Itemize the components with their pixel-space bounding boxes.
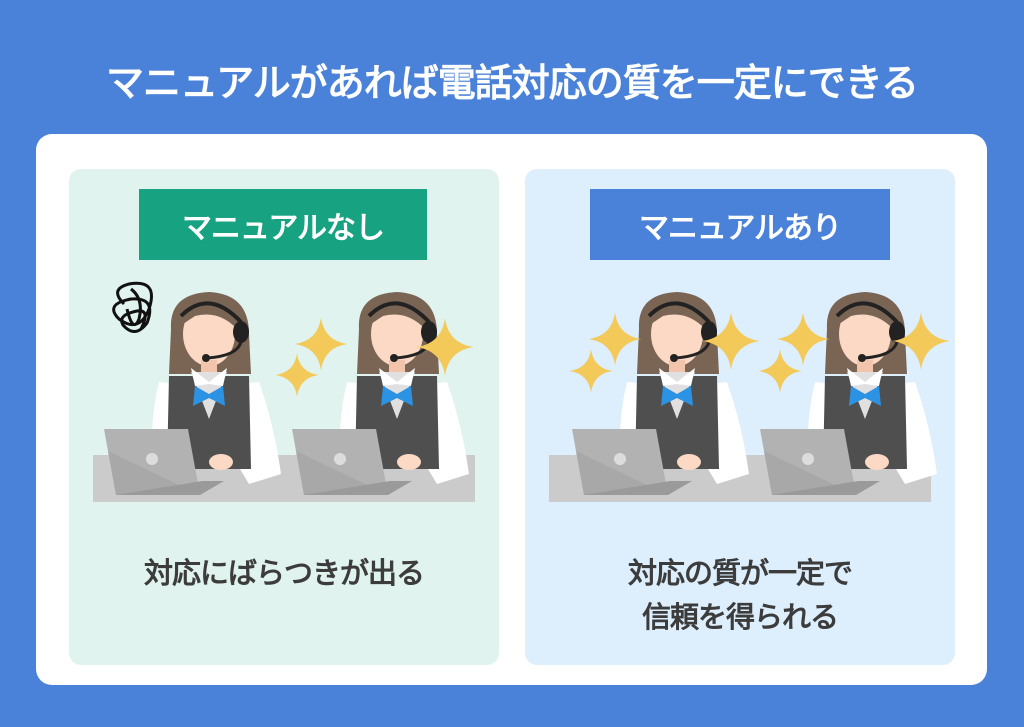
page-title: マニュアルがあれば電話対応の質を一定にできる <box>105 61 919 105</box>
comparison-card: マニュアルなし <box>36 134 987 685</box>
caption-without-manual: 対応にばらつきが出る <box>69 551 499 595</box>
illustration-with-manual <box>549 290 950 502</box>
caption-line: 対応の質が一定で <box>627 556 853 590</box>
caption-line: 信頼を得られる <box>641 600 839 634</box>
label-with-manual: マニュアルあり <box>590 189 890 260</box>
illustration-without-manual <box>93 281 475 502</box>
label-without-manual: マニュアルなし <box>139 189 427 260</box>
panel-without-manual: マニュアルなし <box>69 169 499 665</box>
tangled-scribble-icon <box>112 281 153 333</box>
panel-with-manual: マニュアルあり 対応の質が一定で 信頼を得られる <box>525 169 955 665</box>
caption-line: 対応にばらつきが出る <box>143 556 425 590</box>
caption-with-manual: 対応の質が一定で 信頼を得られる <box>525 551 955 639</box>
